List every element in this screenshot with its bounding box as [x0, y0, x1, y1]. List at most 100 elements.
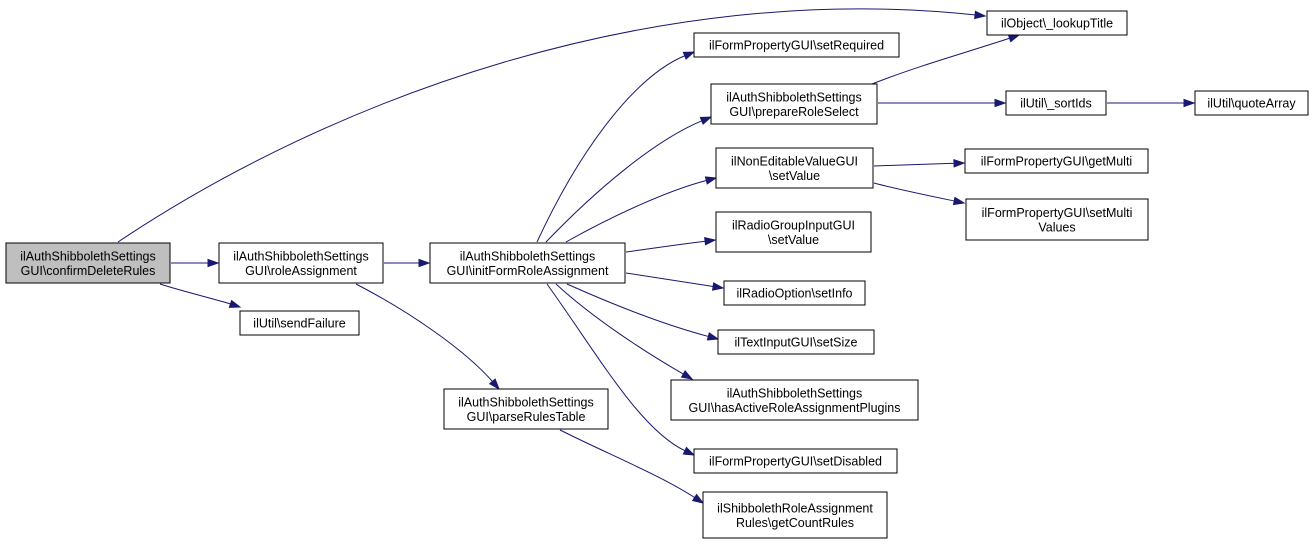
- edge-parseRulesTable-to-getCountRules: [559, 429, 705, 504]
- edge-arrowhead: [228, 299, 242, 308]
- node-label-line: ilFormPropertyGUI\setMulti: [982, 206, 1133, 220]
- node-label-line: GUI\prepareRoleSelect: [729, 105, 859, 119]
- node-label-line: \setValue: [769, 169, 820, 183]
- edge-initFormRoleAssignment-to-setDisabled: [546, 283, 696, 456]
- node-parseRulesTable[interactable]: ilAuthShibbolethSettingsGUI\parseRulesTa…: [443, 388, 609, 430]
- node-label-line: ilFormPropertyGUI\setRequired: [709, 39, 884, 53]
- node-label-line: ilAuthShibbolethSettings: [458, 395, 594, 409]
- node-label-line: GUI\initFormRoleAssignment: [447, 264, 609, 278]
- node-label-line: ilAuthShibbolethSettings: [726, 90, 862, 104]
- node-setDisabled[interactable]: ilFormPropertyGUI\setDisabled: [693, 448, 898, 474]
- edge-line: [625, 240, 707, 253]
- edge-arrowhead: [994, 98, 1007, 108]
- node-box: [964, 148, 1149, 174]
- node-setRequired[interactable]: ilFormPropertyGUI\setRequired: [693, 32, 900, 58]
- edge-arrowhead: [699, 116, 713, 125]
- node-setInfo[interactable]: ilRadioOption\setInfo: [723, 280, 866, 306]
- node-roleAssignment[interactable]: ilAuthShibbolethSettingsGUI\roleAssignme…: [218, 242, 384, 284]
- node-sortIds[interactable]: ilUtil\_sortIds: [1005, 90, 1107, 116]
- node-lookupTitle[interactable]: ilObject\_lookupTitle: [986, 10, 1128, 36]
- edge-line: [555, 283, 685, 375]
- node-label-line: Values: [1038, 220, 1075, 234]
- edge-roleAssignment-to-initFormRoleAssignment: [384, 258, 431, 268]
- edge-initFormRoleAssignment-to-prepareRoleSelect: [545, 116, 713, 243]
- node-label-line: \setValue: [768, 233, 819, 247]
- node-box: [239, 310, 360, 336]
- node-label-line: ilObject\_lookupTitle: [1001, 17, 1113, 31]
- node-box: [218, 242, 384, 284]
- edge-arrowhead: [704, 236, 717, 246]
- edge-confirmDeleteRules-to-roleAssignment: [171, 258, 220, 268]
- edge-line: [625, 272, 715, 288]
- node-hasActive[interactable]: ilAuthShibbolethSettingsGUI\hasActiveRol…: [670, 379, 919, 421]
- node-label-line: ilFormPropertyGUI\setDisabled: [709, 455, 882, 469]
- edge-arrowhead: [488, 378, 500, 391]
- node-box: [1194, 90, 1309, 116]
- edge-line: [873, 162, 956, 167]
- node-confirmDeleteRules[interactable]: ilAuthShibbolethSettingsGUI\confirmDelet…: [5, 242, 171, 284]
- node-initFormRoleAssignment[interactable]: ilAuthShibbolethSettingsGUI\initFormRole…: [429, 242, 626, 284]
- node-box: [5, 242, 171, 284]
- node-label-line: GUI\confirmDeleteRules: [21, 264, 156, 278]
- edge-line: [873, 182, 956, 202]
- edge-line: [559, 429, 696, 499]
- edge-arrowhead: [680, 370, 694, 380]
- node-label-line: ilUtil\quoteArray: [1207, 97, 1296, 111]
- edge-confirmDeleteRules-to-sendFailure: [159, 283, 242, 308]
- edge-line: [536, 54, 686, 243]
- edge-arrowhead: [682, 51, 696, 60]
- nodes-layer: ilAuthShibbolethSettingsGUI\confirmDelet…: [5, 10, 1309, 539]
- node-label-line: ilAuthShibbolethSettings: [233, 249, 369, 263]
- node-label-line: ilTextInputGUI\setSize: [735, 336, 858, 350]
- node-label-line: GUI\parseRulesTable: [467, 410, 586, 424]
- edge-initFormRoleAssignment-to-hasActive: [555, 283, 694, 380]
- edge-line: [566, 283, 710, 338]
- node-box: [723, 280, 866, 306]
- edge-line: [871, 37, 1011, 85]
- node-box: [693, 32, 900, 58]
- edges-layer: [117, 8, 1196, 504]
- edge-nevSetValue-to-setMultiValues: [873, 182, 966, 206]
- edge-prepareRoleSelect-to-sortIds: [878, 98, 1007, 108]
- edge-arrowhead: [953, 158, 966, 168]
- node-box: [715, 147, 874, 189]
- node-getMulti[interactable]: ilFormPropertyGUI\getMulti: [964, 148, 1149, 174]
- node-box: [670, 379, 919, 421]
- node-box: [429, 242, 626, 284]
- node-rgSetValue[interactable]: ilRadioGroupInputGUI\setValue: [715, 211, 872, 253]
- edge-sortIds-to-quoteArray: [1107, 98, 1196, 108]
- edge-line: [355, 283, 494, 383]
- node-box: [710, 83, 878, 125]
- node-setSize[interactable]: ilTextInputGUI\setSize: [717, 329, 875, 355]
- node-label-line: ilNonEditableValueGUI: [731, 154, 858, 168]
- node-sendFailure[interactable]: ilUtil\sendFailure: [239, 310, 360, 336]
- edge-line: [159, 283, 232, 305]
- node-box: [965, 198, 1149, 241]
- node-box: [715, 211, 872, 253]
- node-nevSetValue[interactable]: ilNonEditableValueGUI\setValue: [715, 147, 874, 189]
- edge-arrowhead: [704, 176, 718, 185]
- edge-arrowhead: [418, 258, 431, 268]
- edge-arrowhead: [706, 332, 720, 341]
- edge-arrowhead: [1007, 34, 1021, 43]
- edge-initFormRoleAssignment-to-setInfo: [625, 272, 725, 291]
- edge-arrowhead: [711, 282, 725, 291]
- node-getCountRules[interactable]: ilShibbolethRoleAssignmentRules\getCount…: [702, 491, 888, 539]
- edge-line: [545, 119, 703, 243]
- node-label-line: ilRadioOption\setInfo: [736, 287, 852, 301]
- edge-line: [546, 283, 687, 452]
- node-label-line: ilShibbolethRoleAssignment: [717, 501, 873, 515]
- node-prepareRoleSelect[interactable]: ilAuthShibbolethSettingsGUI\prepareRoleS…: [710, 83, 878, 125]
- node-box: [1005, 90, 1107, 116]
- node-quoteArray[interactable]: ilUtil\quoteArray: [1194, 90, 1309, 116]
- node-label-line: ilUtil\_sortIds: [1020, 97, 1092, 111]
- edge-line: [117, 8, 977, 243]
- edge-arrowhead: [952, 196, 966, 206]
- node-label-line: GUI\hasActiveRoleAssignmentPlugins: [689, 401, 901, 415]
- edge-confirmDeleteRules-to-lookupTitle: [117, 8, 987, 243]
- node-label-line: ilFormPropertyGUI\getMulti: [981, 155, 1132, 169]
- node-box: [443, 388, 609, 430]
- edge-line: [565, 179, 708, 243]
- node-box: [693, 448, 898, 474]
